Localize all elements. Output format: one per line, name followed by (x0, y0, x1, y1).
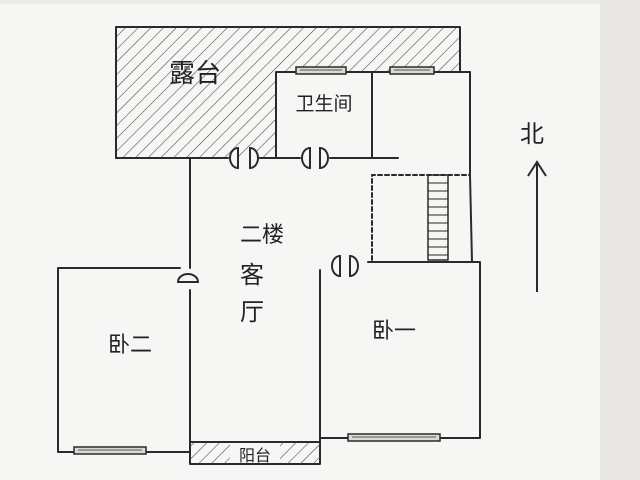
window-bathroom (295, 66, 347, 75)
window-north-east (389, 66, 435, 75)
terrace-label: 露台 (169, 59, 221, 89)
door-bathroom-left (301, 146, 311, 170)
staircase (427, 174, 449, 261)
living-room-label-2: 厅 (240, 298, 264, 326)
bedroom-one-label: 卧一 (372, 319, 416, 344)
balcony-hatch-west (190, 442, 230, 464)
paper-edge-shadow (600, 0, 640, 480)
door-terrace-right (249, 146, 259, 170)
door-bedroom-one-left (331, 254, 341, 278)
balcony-label: 阳台 (239, 446, 271, 465)
window-bedroom-two (73, 446, 147, 455)
bathroom-label: 卫生间 (295, 93, 352, 115)
living-room-label-1: 客 (240, 261, 264, 289)
door-bedroom-one-right (349, 254, 359, 278)
balcony-hatch-east (280, 442, 320, 464)
north-label: 北 (520, 120, 544, 148)
door-terrace-left (229, 146, 239, 170)
door-bedroom-two (176, 273, 200, 283)
window-bedroom-one (347, 433, 441, 442)
terrace-outline (115, 26, 461, 159)
floor-label: 二楼 (240, 223, 284, 248)
door-bathroom-right (319, 146, 329, 170)
bedroom-two-label: 卧二 (108, 333, 152, 358)
north-arrow (527, 160, 547, 292)
stair-treads (428, 182, 448, 256)
